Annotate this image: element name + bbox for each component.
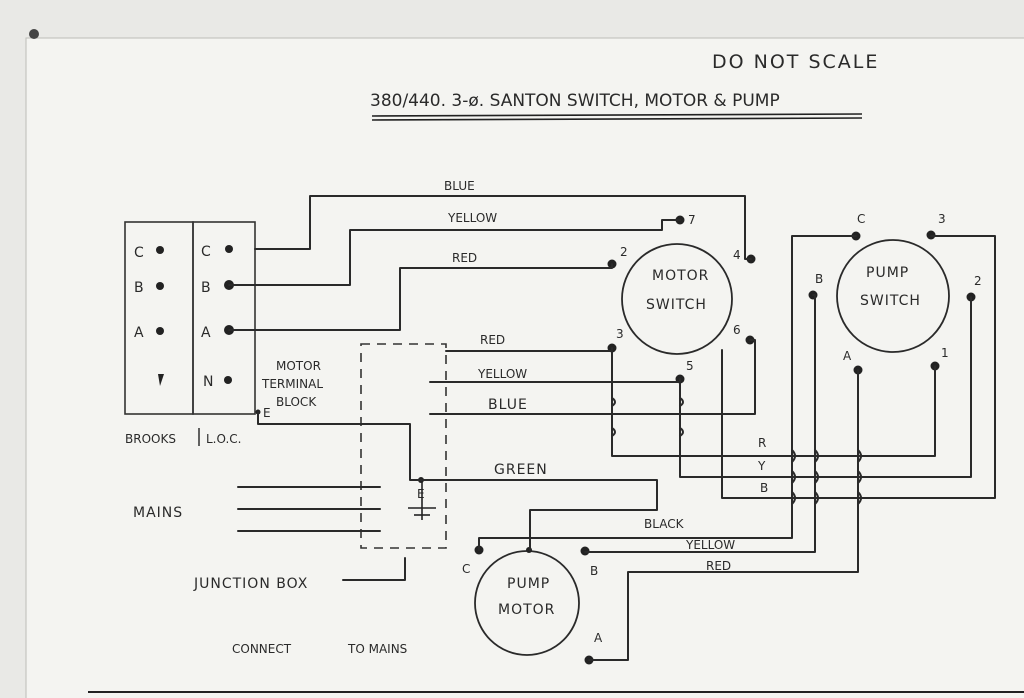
loc-terminal-a-label: A	[201, 325, 212, 341]
pump-switch	[836, 239, 950, 353]
motor-switch-line1: MOTOR	[652, 268, 709, 284]
bus-line-r	[791, 365, 936, 457]
wire-label-red-bottom: RED	[706, 559, 731, 573]
loc-terminal-b-label: B	[201, 280, 212, 296]
wire-earth	[257, 411, 422, 481]
motor-switch-terminal-6-label: 6	[733, 323, 741, 337]
bus-line-b	[791, 235, 996, 499]
wire-label-yellow-bottom: YELLOW	[685, 538, 735, 552]
junction-box-leader	[342, 557, 406, 581]
wire-label-yellow-top: YELLOW	[447, 211, 497, 225]
pump-switch-terminal-1-label: 1	[941, 346, 949, 360]
motor-switch-terminal-4-label: 4	[733, 248, 741, 262]
scan-mark	[29, 29, 39, 39]
diagram-title: 380/440. 3-ø. SANTON SWITCH, MOTOR & PUM…	[370, 91, 780, 111]
bus-label-r: R	[758, 436, 766, 450]
motor-switch-terminal-3-label: 3	[616, 327, 624, 341]
junction-box-earth-label: E	[417, 487, 425, 501]
motor-switch-line2: SWITCH	[646, 297, 707, 313]
wire-yellow-top	[228, 219, 681, 286]
pump-switch-terminal-3-label: 3	[938, 212, 946, 226]
brooks-caption: BROOKS	[125, 432, 176, 446]
bus-drop-r	[611, 347, 793, 457]
motor-terminal-block-line3: BLOCK	[276, 395, 317, 409]
junction-box-label: JUNCTION BOX	[193, 576, 308, 592]
pump-motor-terminal-b-label: B	[590, 564, 598, 578]
wire-blue-middle	[429, 339, 756, 415]
pump-motor-line1: PUMP	[507, 576, 550, 592]
pump-switch-c-lead	[478, 235, 857, 551]
to-mains-label: TO MAINS	[347, 642, 407, 656]
bus-drop-b	[721, 349, 793, 499]
wire-label-yellow-middle: YELLOW	[477, 367, 527, 381]
wire-blue-top	[254, 195, 752, 260]
motor-switch	[621, 243, 733, 355]
loc-box	[192, 221, 256, 415]
pump-motor-terminal-a-label: A	[594, 631, 603, 645]
bus-label-b: B	[760, 481, 768, 495]
motor-terminal-block-line1: MOTOR	[276, 359, 321, 373]
motor-switch-terminal-5-label: 5	[686, 359, 694, 373]
bus-line-y	[791, 296, 972, 478]
pump-switch-terminal-2-label: 2	[974, 274, 982, 288]
pump-switch-terminal-c-label: C	[857, 212, 865, 226]
wire-label-black: BLACK	[644, 517, 685, 531]
pump-switch-terminal-b-label: B	[815, 272, 823, 286]
pump-switch-b-lead	[584, 294, 816, 553]
pump-motor-line2: MOTOR	[498, 602, 555, 618]
bus-label-y: Y	[757, 459, 766, 473]
brooks-terminal-a-label: A	[134, 325, 145, 341]
motor-terminal-block-line2: TERMINAL	[261, 377, 323, 391]
wire-red-top	[228, 263, 613, 331]
wire-label-red-middle: RED	[480, 333, 505, 347]
motor-switch-terminal-2-label: 2	[620, 245, 628, 259]
brooks-terminal-c	[156, 246, 164, 254]
loc-terminal-n-label: N	[203, 374, 214, 390]
loc-caption: L.O.C.	[206, 432, 241, 446]
brooks-terminal-mark	[158, 374, 164, 386]
wire-label-blue-middle: BLUE	[488, 397, 528, 413]
do-not-scale-note: DO NOT SCALE	[712, 51, 879, 73]
wire-label-red-top: RED	[452, 251, 477, 265]
pump-switch-line1: PUMP	[866, 265, 909, 281]
motor-switch-terminal-7-label: 7	[688, 213, 696, 227]
brooks-terminal-a	[156, 327, 164, 335]
connect-label: CONNECT	[232, 642, 292, 656]
bus-drop-y	[679, 378, 793, 478]
brooks-terminal-b-label: B	[134, 280, 145, 296]
title-underline-2	[371, 117, 863, 121]
brooks-terminal-c-label: C	[134, 245, 145, 261]
loc-earth-label: E	[263, 406, 271, 420]
wire-label-green: GREEN	[494, 462, 548, 478]
pump-switch-terminal-a-label: A	[843, 349, 852, 363]
pump-motor-terminal-c-label: C	[462, 562, 470, 576]
loc-terminal-n	[224, 376, 232, 384]
wire-label-blue-top: BLUE	[444, 179, 475, 193]
brooks-terminal-b	[156, 282, 164, 290]
title-underline-1	[371, 113, 863, 117]
wire-green	[420, 479, 658, 551]
loc-terminal-c-label: C	[201, 244, 212, 260]
loc-terminal-c	[225, 245, 233, 253]
mains-label: MAINS	[133, 505, 183, 521]
crossover-humps	[611, 397, 862, 505]
pump-switch-line2: SWITCH	[860, 293, 921, 309]
